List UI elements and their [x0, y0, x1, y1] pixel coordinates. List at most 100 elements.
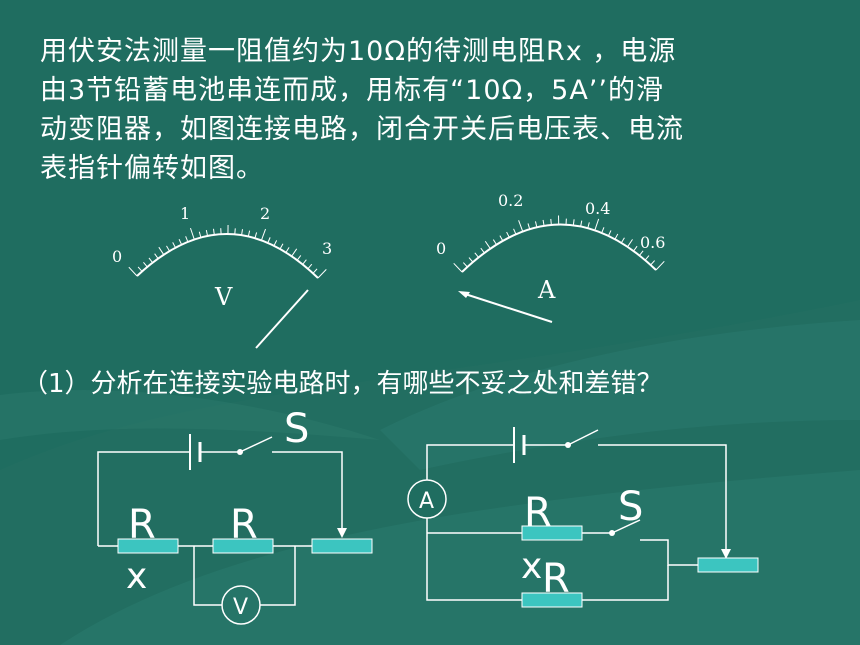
resistor-rx-left-label: R: [128, 502, 156, 548]
ammeter: 0 0.2 0.4 0.6 A: [436, 191, 665, 323]
resistor-r-left-label: R: [230, 502, 258, 548]
voltmeter-tick-mark: [302, 259, 307, 265]
switch-right-label: S: [618, 484, 643, 530]
ammeter-tick-mark: [639, 250, 644, 256]
question-1: （1）分析在连接实验电路时，有哪些不妥之处和差错？: [22, 369, 663, 399]
ammeter-tick-mark: [462, 262, 468, 268]
circuit-right-wire-right: [598, 444, 727, 555]
switch-left-pivot: [237, 449, 243, 455]
ammeter-tick-mark: [484, 240, 491, 249]
voltmeter-tick-mark: [234, 228, 236, 235]
ammeter-tick-mark: [607, 230, 612, 237]
ammeter-tick-mark: [587, 222, 590, 229]
voltmeter-tick-mark: [178, 238, 183, 245]
voltmeter-tick-mark: [172, 242, 176, 248]
voltmeter-branch-left: [193, 546, 222, 606]
voltmeter-circuit-label: V: [233, 595, 248, 620]
voltmeter: 0 1 2 3 V: [112, 204, 332, 349]
ammeter-tick-2: 0.4: [585, 199, 610, 218]
voltmeter-tick-mark: [273, 240, 278, 246]
ammeter-tick-mark: [453, 262, 463, 273]
voltmeter-tick-mark: [317, 269, 327, 279]
switch-right-top-blade: [567, 429, 599, 446]
voltmeter-symbol: V: [214, 283, 233, 311]
voltmeter-tick-2: 2: [260, 204, 270, 223]
voltmeter-branch-right: [260, 546, 296, 606]
ammeter-scale-arc: [461, 223, 657, 273]
switch-right-lower-blade: [611, 519, 641, 534]
voltmeter-tick-mark: [166, 245, 170, 252]
voltmeter-tick-mark: [148, 257, 154, 263]
ammeter-tick-mark: [644, 255, 650, 261]
voltmeter-scale-arc: [136, 233, 319, 279]
ammeter-needle: [461, 292, 553, 323]
circuit-right-wire-top-left: [426, 444, 514, 480]
ammeter-circuit-label: A: [419, 489, 434, 514]
circuit-left-wire-right: [272, 451, 343, 534]
ammeter-circuit-symbol: [407, 479, 447, 519]
ammeter-symbol: A: [537, 276, 556, 304]
switch-right-lower-pivot: [609, 530, 615, 536]
voltmeter-tick-mark: [285, 247, 290, 253]
voltmeter-tick-mark: [279, 243, 284, 250]
ammeter-tick-mark: [534, 221, 538, 228]
resistor-r-right: [521, 525, 583, 541]
problem-line-3: 动变阻器，如图连接电路，闭合开关后电压表、电流: [40, 114, 684, 145]
circuit-right: [426, 427, 731, 601]
circuit-right-wire-left: [426, 518, 522, 601]
resistor-rx-right-subscript: x: [521, 546, 542, 587]
voltmeter-tick-mark: [128, 266, 138, 277]
resistor-rx-left: [117, 538, 179, 554]
rheostat-right-slider-arrow: [721, 549, 731, 559]
switch-left-label: S: [284, 406, 309, 452]
voltmeter-tick-mark: [254, 232, 258, 239]
rheostat-right: [697, 557, 759, 573]
circuit-right-wire-to-rheostat: [640, 539, 698, 566]
ammeter-tick-mark: [633, 245, 638, 252]
voltmeter-tick-mark: [154, 253, 159, 259]
voltmeter-tick-mark: [213, 228, 215, 235]
voltmeter-tick-mark: [205, 229, 209, 237]
voltmeter-tick-mark: [198, 231, 202, 238]
switch-left-blade: [239, 436, 273, 453]
ammeter-tick-mark: [518, 220, 524, 232]
ammeter-tick-mark: [620, 237, 625, 244]
ammeter-tick-0: 0: [436, 239, 446, 258]
voltmeter-tick-1: 1: [180, 204, 190, 223]
ammeter-tick-mark: [492, 239, 497, 245]
voltmeter-tick-mark: [312, 268, 318, 274]
circuit-left-wire-left: [97, 451, 190, 546]
resistor-rx-right-label: R: [542, 556, 570, 602]
ammeter-tick-mark: [542, 219, 545, 226]
resistor-r-right-label: R: [524, 490, 552, 536]
ammeter-tick-mark: [513, 228, 517, 235]
ammeter-tick-mark: [499, 235, 504, 242]
rheostat-left: [311, 538, 373, 554]
voltmeter-tick-mark: [267, 237, 271, 244]
voltmeter-tick-3: 3: [322, 239, 332, 258]
ammeter-tick-mark: [614, 233, 619, 240]
voltmeter-tick-0: 0: [112, 247, 122, 266]
voltmeter-tick-mark: [185, 236, 189, 243]
ammeter-tick-mark: [480, 247, 485, 254]
switch-right-top-pivot: [565, 442, 571, 448]
resistor-rx-left-subscript: x: [126, 556, 147, 597]
problem-line-1: 用伏安法测量一阻值约为10Ω的待测电阻Rx ，电源: [40, 36, 677, 67]
voltmeter-needle: [255, 289, 309, 349]
rheostat-left-slider-arrow: [337, 528, 347, 538]
ammeter-tick-mark: [527, 223, 531, 230]
voltmeter-tick-mark: [137, 266, 143, 272]
resistor-r-left: [212, 538, 274, 554]
voltmeter-tick-mark: [291, 248, 298, 257]
voltmeter-tick-mark: [260, 228, 267, 241]
ammeter-tick-mark: [601, 227, 605, 234]
voltmeter-tick-mark: [296, 255, 302, 261]
ammeter-tick-mark: [627, 239, 633, 248]
ammeter-tick-mark: [468, 257, 474, 263]
ammeter-tick-1: 0.2: [498, 191, 523, 210]
ammeter-tick-mark: [580, 220, 583, 227]
ammeter-tick-mark: [655, 260, 665, 271]
circuit-left: [97, 434, 347, 606]
